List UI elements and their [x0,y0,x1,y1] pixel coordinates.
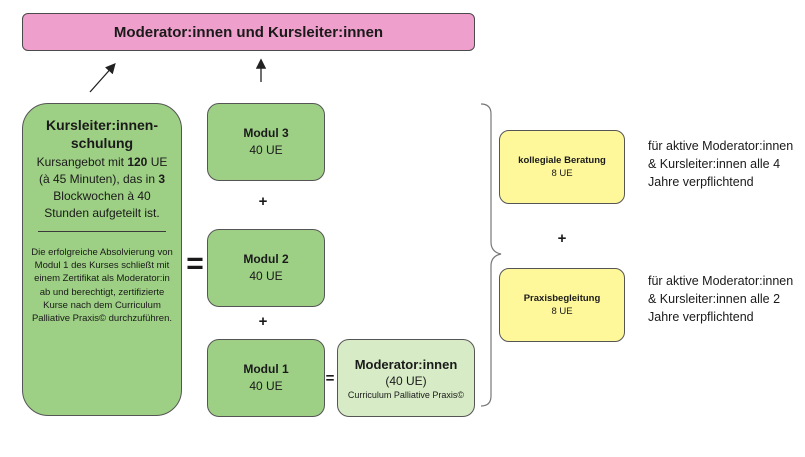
requirement-text-2-years: für aktive Moderator:innen & Kursleiter:… [648,274,794,324]
moderator-innen-box: Moderator:innen (40 UE) Curriculum Palli… [337,339,475,417]
moderator-title: Moderator:innen [354,356,458,372]
modul-3-ue: 40 UE [249,143,283,157]
kursleiter-certificate-note: Die erfolgreiche Absolvierung von Modul … [31,247,173,325]
kursleiter-description: Kursangebot mit 120 UE (à 45 Minuten), d… [36,155,168,220]
kollegiale-beratung-ue: 8 UE [551,168,573,179]
praxisbegleitung-ue: 8 UE [551,306,573,317]
kursleiter-schulung-box: Kursleiter:innen- schulung Kursangebot m… [22,103,182,416]
moderator-ue: (40 UE) [385,373,427,388]
moderator-curriculum: Curriculum Palliative Praxis© [347,389,465,400]
modul-3-title: Modul 3 [243,126,289,140]
praxisbegleitung-box: Praxisbegleitung 8 UE [499,268,625,342]
requirement-text-4-years: für aktive Moderator:innen & Kursleiter:… [648,139,794,189]
kollegiale-beratung-box: kollegiale Beratung 8 UE [499,130,625,204]
modul-3-box: Modul 3 40 UE [207,103,325,181]
praxisbegleitung-title: Praxisbegleitung [523,293,601,304]
modul-1-title: Modul 1 [243,362,289,376]
curly-bracket [480,103,502,407]
equals-sign-small: = [325,370,335,387]
plus-sign: + [557,230,567,247]
modul-2-box: Modul 2 40 UE [207,229,325,307]
modul-2-title: Modul 2 [243,252,289,266]
divider [38,231,166,232]
kursleiter-title-line1: Kursleiter:innen- [45,117,158,133]
plus-sign: + [258,193,268,210]
kursleiter-title-line2: schulung [70,135,134,151]
modul-2-ue: 40 UE [249,269,283,283]
modul-1-box: Modul 1 40 UE [207,339,325,417]
plus-sign: + [258,313,268,330]
block-count: 3 [158,172,166,186]
modul-1-ue: 40 UE [249,379,283,393]
equals-sign-large: = [186,247,204,280]
ue-count: 120 [127,155,148,169]
kollegiale-beratung-title: kollegiale Beratung [518,155,606,166]
arrow-kursleiter-to-banner [89,63,116,93]
banner-title: Moderator:innen und Kursleiter:innen [22,13,475,51]
